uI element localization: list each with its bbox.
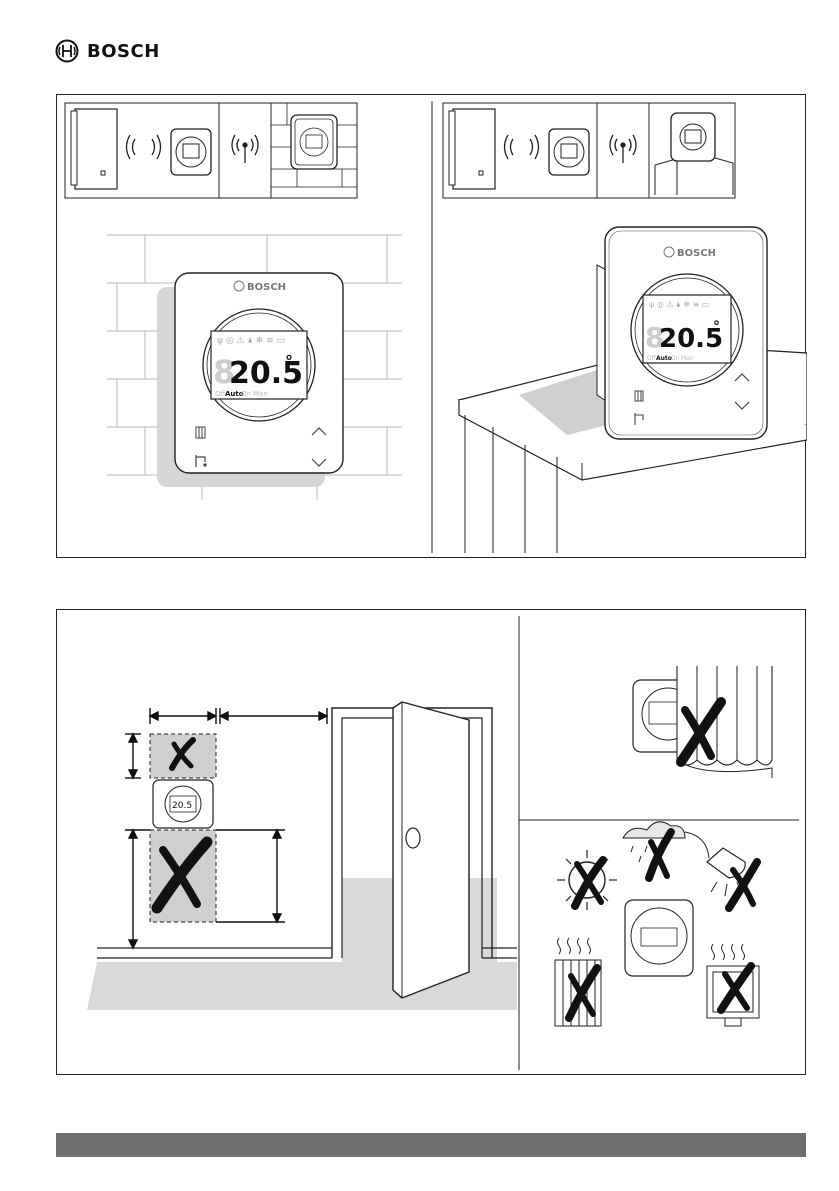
sunlight-hazard <box>557 850 617 910</box>
placement-guidelines-panel: 20.5 <box>56 609 806 1075</box>
hazard-warnings <box>555 822 759 1026</box>
svg-text:Off: Off <box>215 390 226 398</box>
boiler-icon <box>449 109 495 189</box>
svg-text:BOSCH: BOSCH <box>677 248 716 259</box>
svg-text:BOSCH: BOSCH <box>247 282 286 293</box>
svg-text:Man: Man <box>681 355 694 362</box>
clearance-diagram: 20.5 <box>87 702 517 1010</box>
svg-text:20.5: 20.5 <box>172 801 192 811</box>
brand-logo: BOSCH <box>55 38 215 64</box>
brand-name: BOSCH <box>87 41 160 62</box>
svg-text:Man: Man <box>253 390 268 398</box>
table-with-thermostat: BOSCH ψ ◎ ⚠ 🌢 ❄ ≡ ▭ 8 20.5 ° Off Auto On… <box>459 227 807 553</box>
footer-bar <box>56 1133 806 1157</box>
table-stand-strip: BOSCH ψ ◎ ⚠ 🌢 ❄ ≡ ▭ 8 20.5 ° Off Auto On… <box>443 103 807 553</box>
thermostat-small-icon <box>171 129 211 175</box>
svg-text:On: On <box>241 390 251 398</box>
svg-text:ψ ◎ ⚠ 🌢 ❄ ≡ ▭: ψ ◎ ⚠ 🌢 ❄ ≡ ▭ <box>649 300 709 309</box>
heat-lamp-hazard <box>707 848 757 908</box>
svg-text:ψ ◎ ⚠ 🌢 ❄ ≡ ▭: ψ ◎ ⚠ 🌢 ❄ ≡ ▭ <box>217 336 285 346</box>
svg-text:°: ° <box>285 352 293 371</box>
svg-text:On: On <box>671 355 680 362</box>
radiator-hazard <box>555 938 601 1026</box>
water-spray-hazard <box>623 822 709 878</box>
television-hazard <box>707 944 759 1026</box>
svg-text:Auto: Auto <box>656 355 672 362</box>
thermostat-small-icon <box>549 129 589 175</box>
curtain-warning <box>633 666 772 778</box>
svg-text:°: ° <box>713 319 720 335</box>
placement-guidelines-illustration: 20.5 <box>57 610 807 1076</box>
bosch-armature-icon <box>55 39 79 63</box>
boiler-icon <box>71 109 117 189</box>
wall-mount-strip: BOSCH ψ ◎ ⚠ 🌢 ❄ ≡ ▭ 8 20.5 ° Off Auto On… <box>65 103 402 500</box>
installation-options-panel: BOSCH ψ ◎ ⚠ 🌢 ❄ ≡ ▭ 8 20.5 ° Off Auto On… <box>56 94 806 558</box>
wall-thermostat-large: BOSCH ψ ◎ ⚠ 🌢 ❄ ≡ ▭ 8 20.5 ° Off Auto On… <box>175 273 343 473</box>
installation-options-illustration: BOSCH ψ ◎ ⚠ 🌢 ❄ ≡ ▭ 8 20.5 ° Off Auto On… <box>57 95 807 559</box>
